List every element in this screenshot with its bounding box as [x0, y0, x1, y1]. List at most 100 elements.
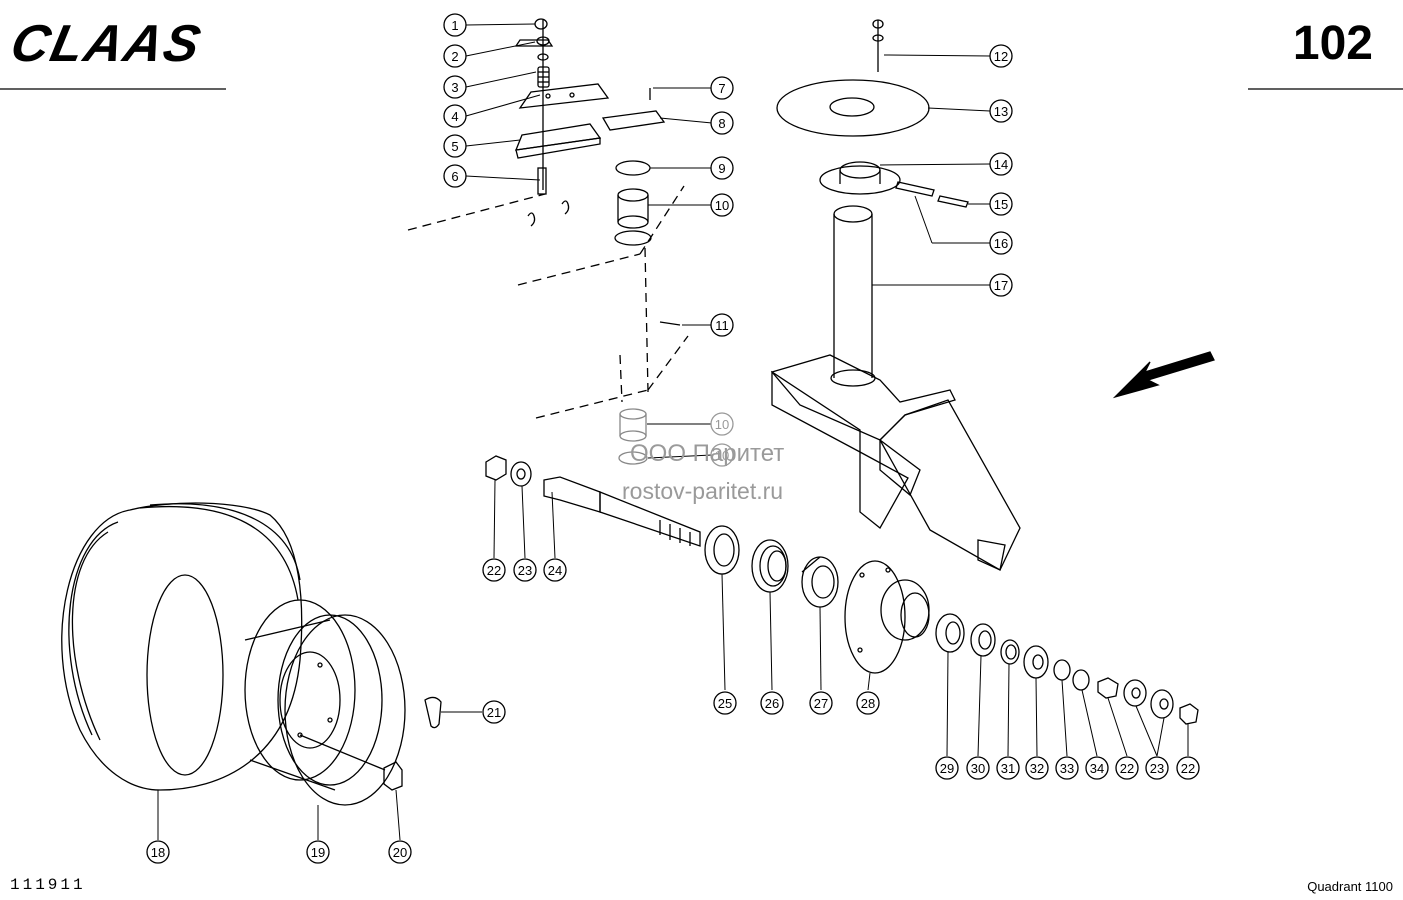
callout-label: 19 [311, 845, 325, 860]
axle-assembly [485, 455, 701, 547]
callout-label: 32 [1030, 761, 1044, 776]
callout-34: 34 [1085, 756, 1109, 780]
turntable-disk [776, 19, 969, 208]
callout-label: 22 [487, 563, 501, 578]
callout-4: 4 [443, 104, 467, 128]
wheel-bolt [299, 696, 442, 791]
page-number: 102 [1292, 17, 1373, 70]
callout-7: 7 [710, 76, 734, 100]
leader-lines [157, 23, 1189, 841]
bearing-set-left [704, 525, 839, 608]
callout-label: 24 [548, 563, 562, 578]
callout-label: 1 [451, 18, 458, 33]
callout-label: 26 [765, 696, 779, 711]
callout-16: 16 [989, 231, 1013, 255]
callout-label: 9 [718, 161, 725, 176]
callout-22: 22 [1176, 756, 1200, 780]
callout-2: 2 [443, 44, 467, 68]
callout-label: 10 [715, 448, 729, 463]
callout-27: 27 [809, 691, 833, 715]
callout-label: 27 [814, 696, 828, 711]
callout-label: 23 [518, 563, 532, 578]
watermark-website: rostov-paritet.ru [622, 478, 784, 504]
callout-8: 8 [710, 111, 734, 135]
callout-label: 34 [1090, 761, 1104, 776]
callout-label: 21 [487, 705, 501, 720]
callout-22: 22 [1115, 756, 1139, 780]
callout-10: 10 [710, 193, 734, 217]
model-name: Quadrant 1100 [1307, 879, 1393, 894]
callout-32: 32 [1025, 756, 1049, 780]
callout-23: 23 [513, 558, 537, 582]
callout-24: 24 [543, 558, 567, 582]
callout-28: 28 [856, 691, 880, 715]
callout-21: 21 [482, 700, 506, 724]
callout-18: 18 [146, 840, 170, 864]
callout-label: 10 [715, 198, 729, 213]
callout-6: 6 [443, 164, 467, 188]
mounting-lines [407, 185, 689, 419]
callout-label: 15 [994, 197, 1008, 212]
callout-label: 6 [451, 169, 458, 184]
bearing-set-right [935, 613, 1199, 725]
callout-33: 33 [1055, 756, 1079, 780]
callout-label: 17 [994, 278, 1008, 293]
callout-12: 12 [989, 44, 1013, 68]
callout-label: 20 [393, 845, 407, 860]
callout-10: 10 [710, 443, 734, 467]
bushing-ghost [618, 408, 648, 465]
callout-5: 5 [443, 134, 467, 158]
wheel-rim [244, 599, 406, 806]
callout-label: 13 [994, 104, 1008, 119]
callout-15: 15 [989, 192, 1013, 216]
watermark-company: ООО Паритет [630, 440, 785, 467]
callout-label: 2 [451, 49, 458, 64]
callout-label: 11 [715, 318, 729, 333]
callout-label: 8 [718, 116, 725, 131]
callout-label: 28 [861, 696, 875, 711]
callout-3: 3 [443, 75, 467, 99]
tyre [61, 502, 303, 791]
callout-label: 22 [1181, 761, 1195, 776]
callout-label: 23 [1150, 761, 1164, 776]
callout-13: 13 [989, 99, 1013, 123]
callout-26: 26 [760, 691, 784, 715]
callout-20: 20 [388, 840, 412, 864]
callout-9: 9 [710, 156, 734, 180]
bushing-top [614, 160, 681, 326]
callout-label: 16 [994, 236, 1008, 251]
callout-label: 25 [718, 696, 732, 711]
callout-29: 29 [935, 756, 959, 780]
callout-label: 3 [451, 80, 458, 95]
callout-10: 10 [710, 412, 734, 436]
callout-23: 23 [1145, 756, 1169, 780]
callout-label: 18 [151, 845, 165, 860]
callout-label: 29 [940, 761, 954, 776]
direction-arrow [1112, 351, 1215, 399]
callout-label: 22 [1120, 761, 1134, 776]
bracket-assembly [514, 18, 666, 227]
callout-30: 30 [966, 756, 990, 780]
castor-fork [770, 205, 1021, 571]
callout-label: 14 [994, 157, 1008, 172]
callout-17: 17 [989, 273, 1013, 297]
callout-14: 14 [989, 152, 1013, 176]
callout-label: 12 [994, 49, 1008, 64]
callout-label: 7 [718, 81, 725, 96]
callout-22: 22 [482, 558, 506, 582]
callout-label: 10 [715, 417, 729, 432]
callout-label: 4 [451, 109, 458, 124]
callout-1: 1 [443, 13, 467, 37]
callout-label: 33 [1060, 761, 1074, 776]
callout-label: 30 [971, 761, 985, 776]
callout-label: 31 [1001, 761, 1015, 776]
callout-11: 11 [710, 313, 734, 337]
callout-31: 31 [996, 756, 1020, 780]
callout-19: 19 [306, 840, 330, 864]
wheel-hub [844, 560, 930, 674]
callout-label: 5 [451, 139, 458, 154]
drawing-number: 111911 [10, 876, 86, 894]
